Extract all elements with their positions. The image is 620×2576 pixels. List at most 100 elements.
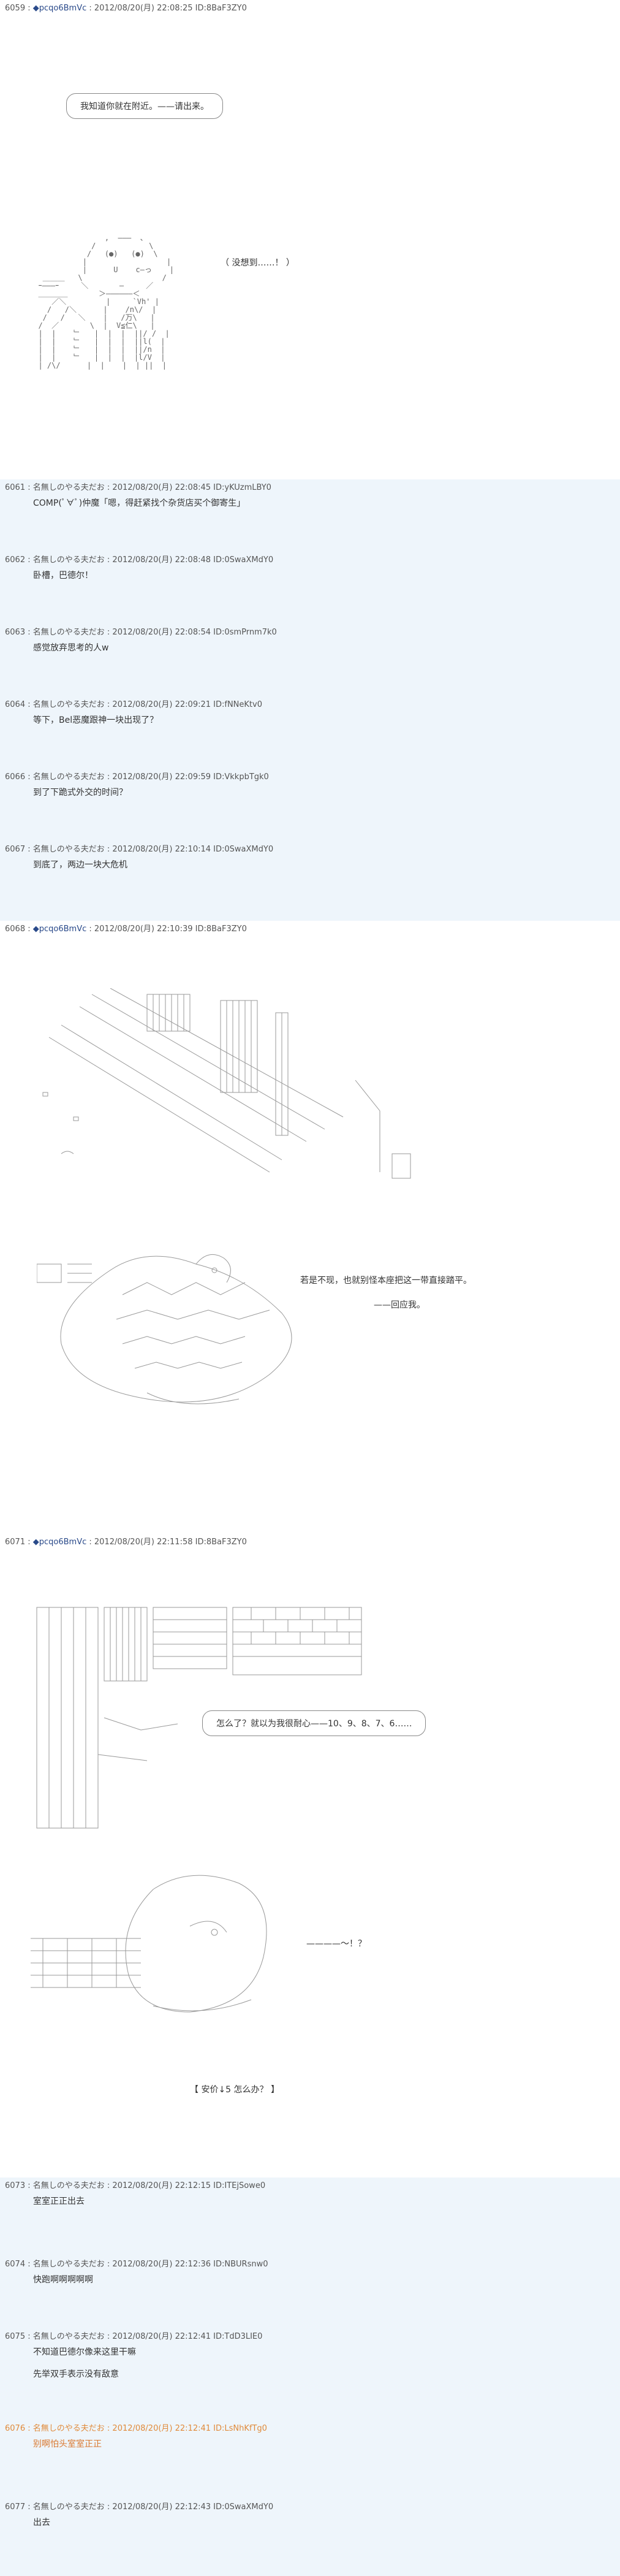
post-number[interactable]: 6077	[5, 2502, 26, 2512]
post-6077: 6077 : 名無しのやる夫だお : 2012/08/20(月) 22:12:4…	[0, 2499, 620, 2576]
post-date: 2012/08/20(月) 22:11:58	[94, 1538, 193, 1547]
post-id[interactable]: ID:0SwaXMdY0	[213, 845, 274, 854]
post-6063: 6063 : 名無しのやる夫だお : 2012/08/20(月) 22:08:5…	[0, 624, 620, 696]
post-header: 6067 : 名無しのやる夫だお : 2012/08/20(月) 22:10:1…	[5, 845, 274, 854]
sound-effect: ————～！？	[306, 1939, 366, 1949]
post-id[interactable]: ID:8BaF3ZY0	[195, 4, 247, 13]
speech-bubble: 怎么了？就以为我很耐心——10、9、8、7、6……	[202, 1710, 426, 1736]
post-date: 2012/08/20(月) 22:12:36	[112, 2260, 211, 2269]
post-body: 到了下跪式外交的时间？	[33, 788, 127, 798]
post-date: 2012/08/20(月) 22:09:59	[112, 772, 211, 782]
post-id[interactable]: ID:fNNeKtv0	[213, 700, 262, 709]
bubble-text: 我知道你就在附近。——请出来。	[80, 102, 209, 112]
choice-prompt: 【 安价↓5 怎么办？ 】	[190, 2085, 279, 2095]
post-6061: 6061 : 名無しのやる夫だお : 2012/08/20(月) 22:08:4…	[0, 479, 620, 552]
post-body: 卧槽，巴德尔！	[33, 571, 93, 581]
post-body: 感觉放弃思考的人w	[33, 643, 109, 653]
post-id[interactable]: ID:NBURsnw0	[213, 2260, 268, 2269]
post-date: 2012/08/20(月) 22:08:48	[112, 555, 211, 565]
post-number[interactable]: 6064	[5, 700, 26, 709]
post-date: 2012/08/20(月) 22:12:41	[112, 2424, 211, 2433]
dragon-beast-illustration	[37, 1254, 292, 1404]
post-id[interactable]: ID:0smPrnm7k0	[213, 628, 277, 637]
post-number[interactable]: 6073	[5, 2181, 26, 2190]
post-author: 名無しのやる夫だお	[32, 2332, 105, 2341]
post-body: 不知道巴德尔像来这里干嘛 先举双手表示没有敌意	[33, 2347, 136, 2379]
street-scene-illustration	[42, 988, 411, 1179]
post-id[interactable]: ID:TdD3LIE0	[213, 2332, 263, 2341]
post-header: 6077 : 名無しのやる夫だお : 2012/08/20(月) 22:12:4…	[5, 2502, 274, 2512]
post-body: 等下，Bel恶魔跟神一块出现了？	[33, 715, 159, 725]
post-author: 名無しのやる夫だお	[32, 2260, 105, 2269]
post-number[interactable]: 6061	[5, 483, 26, 492]
post-header: 6075 : 名無しのやる夫だお : 2012/08/20(月) 22:12:4…	[5, 2332, 263, 2341]
post-date: 2012/08/20(月) 22:12:15	[112, 2181, 211, 2190]
post-author: ◆pcqo6BmVc	[32, 1538, 87, 1547]
post-author: 名無しのやる夫だお	[32, 2502, 105, 2512]
post-body: 室室正正出去	[33, 2197, 85, 2206]
post-6068: 6068 : ◆pcqo6BmVc : 2012/08/20(月) 22:10:…	[0, 921, 620, 1534]
post-date: 2012/08/20(月) 22:09:21	[112, 700, 211, 709]
post-author: 名無しのやる夫だお	[32, 2424, 105, 2433]
post-date: 2012/08/20(月) 22:12:43	[112, 2502, 211, 2512]
post-number[interactable]: 6075	[5, 2332, 26, 2341]
post-6076: 6076 : 名無しのやる夫だお : 2012/08/20(月) 22:12:4…	[0, 2420, 620, 2499]
post-number[interactable]: 6067	[5, 845, 26, 854]
post-date: 2012/08/20(月) 22:08:45	[112, 483, 211, 492]
post-body: 出去	[33, 2518, 50, 2528]
post-date: 2012/08/20(月) 22:08:25	[94, 4, 193, 13]
post-number[interactable]: 6059	[5, 4, 26, 13]
post-number[interactable]: 6074	[5, 2260, 26, 2269]
creature-emerging-illustration	[31, 1875, 267, 2013]
post-6062: 6062 : 名無しのやる夫だお : 2012/08/20(月) 22:08:4…	[0, 552, 620, 624]
post-6074: 6074 : 名無しのやる夫だお : 2012/08/20(月) 22:12:3…	[0, 2256, 620, 2328]
post-header: 6066 : 名無しのやる夫だお : 2012/08/20(月) 22:09:5…	[5, 772, 269, 782]
post-id[interactable]: ID:0SwaXMdY0	[213, 555, 274, 565]
post-author: 名無しのやる夫だお	[32, 845, 105, 854]
post-author: ◆pcqo6BmVc	[32, 924, 87, 934]
narration-line-1: 若是不现，也就别怪本座把这一带直接踏平。	[300, 1276, 472, 1286]
post-6064: 6064 : 名無しのやる夫だお : 2012/08/20(月) 22:09:2…	[0, 696, 620, 769]
post-6067: 6067 : 名無しのやる夫だお : 2012/08/20(月) 22:10:1…	[0, 841, 620, 921]
post-body: 到底了，两边一块大危机	[33, 860, 127, 870]
post-6059: 6059 : ◆pcqo6BmVc : 2012/08/20(月) 22:08:…	[0, 0, 620, 479]
bubble-text: 怎么了？就以为我很耐心——10、9、8、7、6……	[216, 1719, 412, 1729]
post-6071: 6071 : ◆pcqo6BmVc : 2012/08/20(月) 22:11:…	[0, 1534, 620, 2178]
post-author: 名無しのやる夫だお	[32, 2181, 105, 2190]
post-author: 名無しのやる夫だお	[32, 700, 105, 709]
post-number[interactable]: 6068	[5, 924, 26, 934]
post-id[interactable]: ID:ITEjSowe0	[213, 2181, 266, 2190]
post-id[interactable]: ID:yKUzmLBY0	[213, 483, 271, 492]
post-id[interactable]: ID:8BaF3ZY0	[195, 924, 247, 934]
post-id[interactable]: ID:VkkpbTgk0	[213, 772, 269, 782]
post-body: 快跑啊啊啊啊啊	[33, 2275, 93, 2285]
post-header: 6071 : ◆pcqo6BmVc : 2012/08/20(月) 22:11:…	[5, 1538, 247, 1547]
post-number[interactable]: 6063	[5, 628, 26, 637]
post-author: 名無しのやる夫だお	[32, 555, 105, 565]
post-id[interactable]: ID:LsNhKfTg0	[213, 2424, 267, 2433]
post-header: 6068 : ◆pcqo6BmVc : 2012/08/20(月) 22:10:…	[5, 924, 247, 934]
post-id[interactable]: ID:0SwaXMdY0	[213, 2502, 274, 2512]
post-number[interactable]: 6066	[5, 772, 26, 782]
alley-wall-illustration	[36, 1607, 362, 1829]
post-header: 6076 : 名無しのやる夫だお : 2012/08/20(月) 22:12:4…	[5, 2424, 267, 2433]
post-6066: 6066 : 名無しのやる夫だお : 2012/08/20(月) 22:09:5…	[0, 769, 620, 841]
side-speech: （ 没想到……！ ）	[221, 258, 295, 268]
post-id[interactable]: ID:8BaF3ZY0	[195, 1538, 247, 1547]
post-header: 6064 : 名無しのやる夫だお : 2012/08/20(月) 22:09:2…	[5, 700, 262, 709]
post-header: 6062 : 名無しのやる夫だお : 2012/08/20(月) 22:08:4…	[5, 555, 274, 565]
post-author: 名無しのやる夫だお	[32, 483, 105, 492]
post-number[interactable]: 6062	[5, 555, 26, 565]
post-author: 名無しのやる夫だお	[32, 772, 105, 782]
post-author: 名無しのやる夫だお	[32, 628, 105, 637]
post-header: 6074 : 名無しのやる夫だお : 2012/08/20(月) 22:12:3…	[5, 2260, 268, 2269]
post-number[interactable]: 6076	[5, 2424, 26, 2433]
post-date: 2012/08/20(月) 22:12:41	[112, 2332, 211, 2341]
post-date: 2012/08/20(月) 22:08:54	[112, 628, 211, 637]
post-header: 6061 : 名無しのやる夫だお : 2012/08/20(月) 22:08:4…	[5, 483, 271, 492]
ascii-art-character: , ――― 、 / \ / (●) (●) \ | | | U c―っ | ＿＿…	[38, 234, 174, 370]
post-header: 6073 : 名無しのやる夫だお : 2012/08/20(月) 22:12:1…	[5, 2181, 266, 2190]
post-date: 2012/08/20(月) 22:10:39	[94, 924, 193, 934]
post-number[interactable]: 6071	[5, 1538, 26, 1547]
